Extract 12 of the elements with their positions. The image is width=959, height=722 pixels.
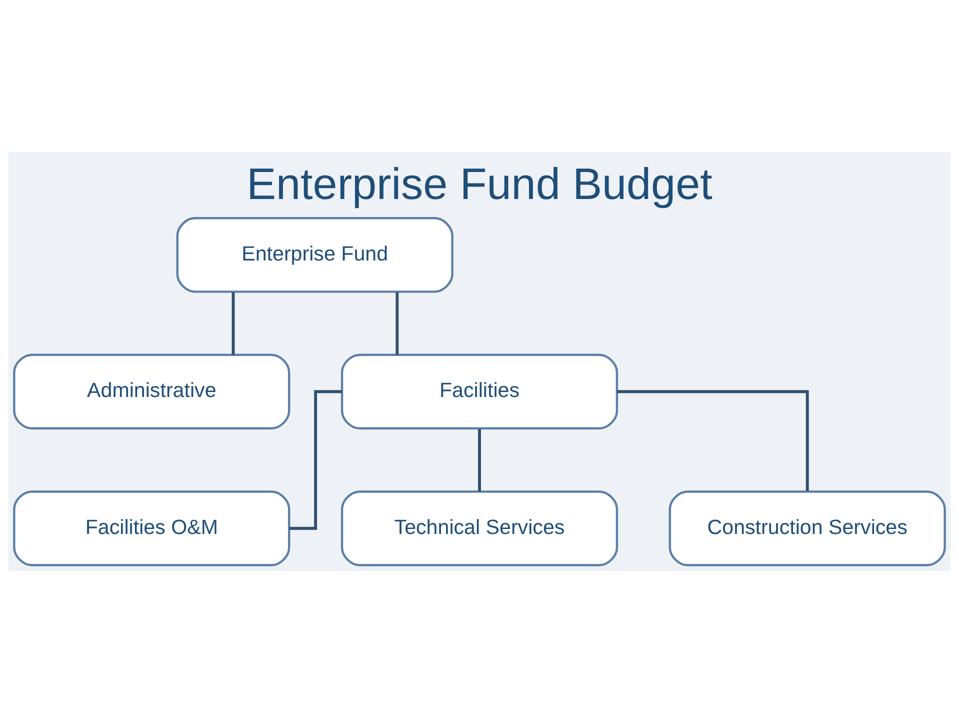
node-box: Administrative bbox=[13, 353, 290, 429]
node-box: Construction Services bbox=[668, 490, 946, 566]
connector bbox=[289, 390, 342, 530]
connector bbox=[396, 292, 399, 354]
connector bbox=[617, 390, 809, 490]
connector bbox=[232, 292, 235, 354]
node-box: Facilities bbox=[340, 353, 618, 429]
node-box: Technical Services bbox=[340, 490, 618, 566]
node-box: Facilities O&M bbox=[13, 490, 290, 566]
node-box: Enterprise Fund bbox=[176, 216, 454, 292]
diagram-title: Enterprise Fund Budget bbox=[246, 160, 712, 209]
connector bbox=[478, 428, 481, 492]
